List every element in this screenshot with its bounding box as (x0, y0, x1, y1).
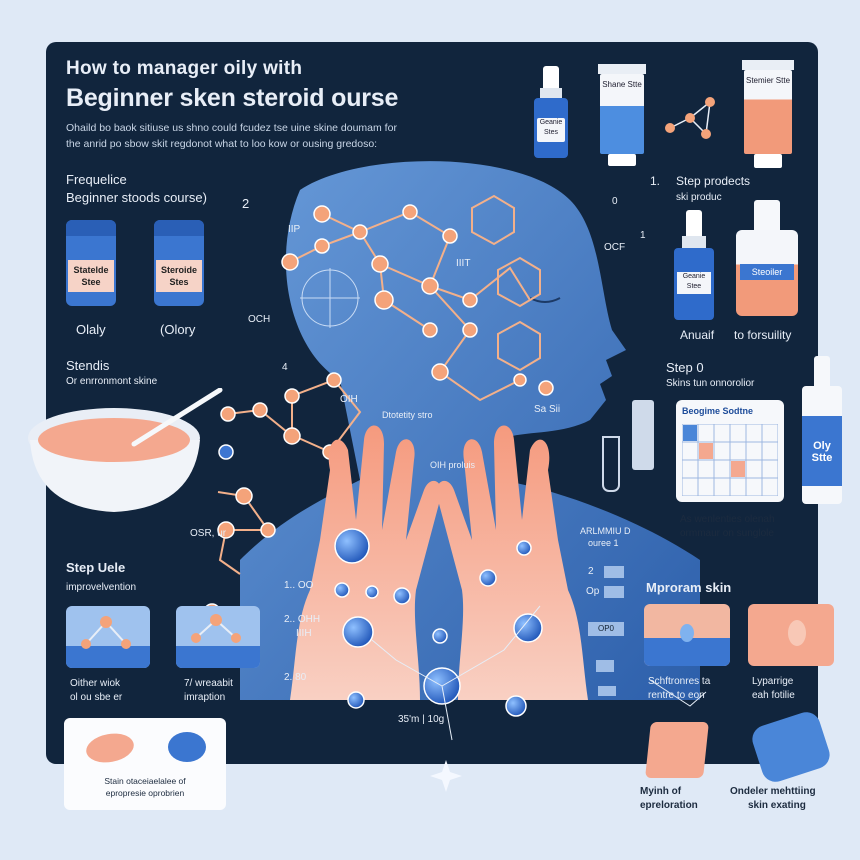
op-chip-3 (596, 660, 614, 672)
ip-label: IIP (288, 224, 301, 235)
steroids-section-title: Stendis (66, 358, 110, 373)
intro-line2: the anrid po sbow skit regdonot what to … (66, 138, 378, 150)
test-strip (632, 400, 654, 470)
schedule-grid (682, 424, 778, 496)
footer-caption-b2: skin exating (748, 800, 806, 811)
skin-layer-card-2 (748, 604, 834, 666)
steroid-jar-right-label: Steoiler (740, 264, 794, 280)
cream-tube-blue: Shane Stte (598, 64, 646, 166)
page-title-line1: How to manager oily with (66, 58, 303, 79)
step1-title: Step prodects (676, 174, 751, 188)
improvement-card-1 (66, 606, 150, 668)
dtotetty-label: Dtotetity stro (382, 410, 433, 420)
step-2-iiih: IIIH (296, 628, 312, 639)
caption-forsuility: to forsuility (734, 328, 792, 342)
op-chip-4 (598, 686, 616, 696)
number-2-label: 2 (242, 196, 250, 211)
op-chip-2 (604, 586, 624, 598)
cream-tube-blue-label: Shane Stte (602, 80, 642, 89)
step-1-oo: 1.. OO (284, 580, 314, 591)
osr-ur-label: OSR, ur (190, 528, 227, 539)
step0-subtitle: Skins tun onnorolior (666, 378, 755, 389)
och-label: OCH (248, 314, 271, 325)
small-molecule-icon (665, 97, 715, 139)
cream-tube-orange-label: Stemier Stte (746, 76, 791, 85)
num-1-label: 1 (640, 230, 646, 241)
jar-2-caption: (Olory (160, 322, 196, 337)
num-0-label: 0 (612, 196, 618, 207)
orange-pill-icon (83, 730, 137, 766)
op0-chip: OP0 (588, 622, 624, 636)
schedule-chart-title: Beogime Sodtne (682, 406, 754, 416)
serum-bottle-top: Geanie Stes (534, 66, 568, 158)
number-4-label: 4 (282, 362, 288, 373)
card1-caption-b: ol ou sbe er (70, 692, 123, 703)
op-label: Op (586, 586, 600, 597)
molecule-icon-2 (191, 614, 241, 643)
steroid-jar-1-label: Statelde Stee (68, 260, 114, 292)
caption-anuaif: Anuaif (680, 328, 715, 342)
card1-caption-line1: Schftronres ta (648, 676, 711, 687)
cream-tube-orange: Stemier Stte (742, 60, 794, 168)
step1-subtitle: ski produc (676, 192, 722, 203)
step-2-ohh: 2.. OHH (284, 614, 321, 625)
arrow-label-1: ARLMMIU D (580, 526, 631, 536)
oih-label: OIH (340, 394, 358, 405)
card2-caption-line1: Lyparrige (752, 676, 794, 687)
card2-caption-line2: eah fotilie (752, 690, 795, 701)
card1-caption-a: Oither wiok (70, 678, 121, 689)
step1-number: 1. (650, 174, 661, 188)
molecule-icon-1 (81, 616, 131, 649)
num-2-right: 2 (588, 566, 594, 577)
footer-caption-a2: epreloration (640, 800, 698, 811)
oih-produis-label: OIH proluis (430, 460, 476, 470)
bottom-measure-label: 35'm | 10g (398, 714, 445, 725)
mproram-skin-label: Mproram skin (646, 580, 732, 595)
cream-bowl-illustration (28, 388, 223, 512)
step-uele-subtitle: improvelvention (66, 582, 137, 593)
improvement-card-2 (176, 606, 260, 668)
step0-title: Step 0 (666, 360, 704, 375)
intro-line1: Ohaild bo baok sitiuse us shno could fcu… (66, 122, 397, 134)
card1-caption-line2: rentre to eon (648, 690, 705, 701)
pill-caption-line1: Stain otaceiaelalee of (104, 776, 186, 786)
steroid-jar-right: Steoiler (736, 200, 798, 316)
blue-pill-icon (168, 732, 206, 762)
footer-illustration-1 (645, 722, 709, 778)
beginner-schedule-chart: Beogime Sodtne (676, 400, 784, 502)
skin-layer-card-1 (644, 604, 730, 666)
serum-bottle-top-label: Geanie Stes (537, 118, 565, 142)
steroids-section-subtitle: Or enrronmont skine (66, 376, 158, 387)
steroid-jar-1: Statelde Stee (66, 220, 116, 306)
beginner-course-heading: Beginner stoods course) (66, 190, 207, 205)
arrow-label-2: ouree 1 (588, 538, 619, 548)
op-chip-1 (604, 566, 624, 578)
note-line2: ormmaur on sunglole (680, 528, 774, 539)
pill-caption-line2: epropresie oprobrien (105, 788, 185, 798)
iiit-label: IIIT (456, 258, 471, 269)
serum-bottle-right: Geanie Stee (674, 210, 714, 320)
oil-bottle-label: Oly Stte (811, 440, 833, 464)
frequency-heading: Frequelice (66, 172, 127, 187)
left-hand (290, 425, 442, 700)
serum-bottle-right-label: Geanie Stee (677, 272, 711, 294)
note-line1: As wenlenties olenah (680, 514, 775, 525)
steroid-jar-2-label: Steroide Stes (156, 260, 202, 292)
pill-card: Stain otaceiaelalee of epropresie oprobr… (64, 718, 226, 810)
page-title-line2: Beginner sken steroid ourse (66, 84, 399, 112)
sa-sii-label: Sa Sii (534, 404, 561, 415)
right-hand (436, 425, 588, 700)
step-uele-title: Step Uele (66, 560, 126, 575)
steroid-jar-2: Steroide Stes (154, 220, 204, 306)
oil-bottle-right: Oly Stte (802, 356, 842, 504)
jar-1-caption: Olaly (76, 322, 106, 337)
card2-caption-b: imraption (184, 692, 226, 703)
step-2-80: 2. 80 (284, 672, 307, 683)
test-tube-icon (602, 436, 620, 492)
ocf-label: OCF (604, 242, 626, 253)
card2-caption-a: 7/ wreaabit (184, 678, 233, 689)
footer-caption-a1: Myinh of (640, 786, 682, 797)
footer-caption-b1: Ondeler mehttiing (730, 786, 816, 797)
